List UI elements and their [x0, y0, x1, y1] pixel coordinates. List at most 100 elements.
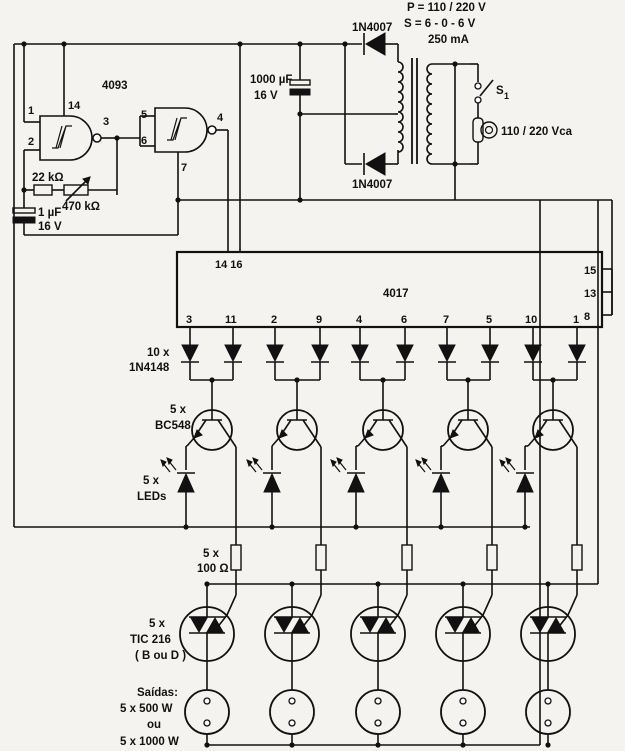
pin-4017-right-1: 13 — [584, 288, 596, 300]
cap-1u-value: 1 µF — [38, 207, 61, 219]
diode-1n4148 — [181, 344, 199, 363]
led — [415, 457, 450, 493]
pin-4017-out-4: 4 — [356, 314, 363, 326]
lamp-output — [184, 664, 230, 745]
pin-g2-in1: 5 — [141, 109, 147, 121]
ac-buses — [205, 200, 599, 746]
pin-4017-out-10: 10 — [525, 314, 537, 326]
triac-tic216 — [435, 600, 491, 664]
outputs-500w: 5 x 500 W — [120, 703, 173, 715]
lamp-output — [440, 664, 486, 745]
captions: 10 x 1N4148 5 x BC548 5 x LEDs 5 x 100 Ω… — [120, 347, 229, 748]
diodes-part: 1N4148 — [129, 362, 170, 374]
resistor-100 — [230, 544, 242, 571]
cap-main-value: 1000 µF — [250, 74, 292, 86]
diode-1n4148 — [396, 344, 414, 363]
diode-1n4148 — [266, 344, 284, 363]
supply-current: 250 mA — [428, 34, 469, 46]
transistor-bc548 — [442, 405, 493, 451]
supply-primary: P = 110 / 220 V — [407, 2, 486, 14]
triac-tic216 — [179, 600, 235, 664]
lamp-output — [269, 664, 315, 745]
right-pins: 15 13 8 — [584, 265, 596, 323]
triac-tic216 — [350, 600, 406, 664]
pin-4017-right-0: 15 — [584, 265, 596, 277]
diode-1n4148 — [224, 344, 242, 363]
pin-g1-vdd: 14 — [68, 100, 81, 112]
pin-4017-out-7: 7 — [443, 314, 449, 326]
counter-4017: 4017 14 16 15 13 8 3 11 2 9 4 6 7 5 10 1 — [175, 250, 613, 329]
cap-main-voltage: 16 V — [254, 90, 278, 102]
transistor-bc548 — [186, 405, 237, 451]
diodes-count: 10 x — [147, 347, 170, 359]
pin-4017-14-16: 14 16 — [215, 259, 243, 271]
transistor-bc548 — [357, 405, 408, 451]
transistor-bc548 — [271, 405, 322, 451]
triac-part: TIC 216 — [130, 634, 171, 646]
pot-470k-label: 470 kΩ — [62, 201, 100, 213]
ic-4017-label: 4017 — [383, 288, 409, 300]
ic-4093-label: 4093 — [102, 80, 128, 92]
pin-4017-right-2: 8 — [584, 311, 590, 323]
pin-g2-gnd: 7 — [181, 162, 187, 174]
triac-tic216 — [520, 600, 576, 664]
resistor-100 — [315, 544, 327, 571]
pin-4017-out-1: 1 — [573, 314, 579, 326]
supply-secondary: S = 6 - 0 - 6 V — [404, 18, 476, 30]
outputs-title: Saídas: — [137, 687, 178, 699]
triac-count: 5 x — [149, 618, 166, 630]
lamp-output — [525, 664, 571, 745]
pin-4017-out-6: 6 — [401, 314, 407, 326]
cap-1u-voltage: 16 V — [38, 221, 62, 233]
led-count: 5 x — [143, 475, 160, 487]
pin-g1-in2: 2 — [28, 136, 34, 148]
pin-g1-out: 3 — [103, 116, 109, 128]
triac-variant: ( B ou D ) — [135, 650, 186, 662]
pin-4017-out-5: 5 — [486, 314, 492, 326]
diode-1n4148 — [438, 344, 456, 363]
triac-tic216 — [264, 600, 320, 664]
pin-g1-in1: 1 — [28, 105, 34, 117]
switch-subscript: 1 — [504, 91, 509, 101]
pin-g2-in2: 6 — [141, 135, 147, 147]
transistor-bc548 — [527, 405, 578, 451]
diode-1n4148 — [481, 344, 499, 363]
diode-1n4148 — [568, 344, 586, 363]
resistor-100 — [401, 544, 413, 571]
res-count: 5 x — [203, 548, 220, 560]
rectifier-diodes: 1N4007 1N4007 — [300, 22, 399, 191]
led — [246, 457, 281, 493]
mains-label: 110 / 220 Vca — [501, 126, 573, 138]
mains-input: S 1 110 / 220 Vca — [452, 61, 573, 200]
switch-label: S — [496, 85, 504, 97]
pin-4017-out-9: 9 — [316, 314, 322, 326]
transistor-part: BC548 — [155, 420, 191, 432]
outputs-or: ou — [147, 719, 161, 731]
res-22k-label: 22 kΩ — [32, 172, 64, 184]
pin-4017-out-2: 2 — [271, 314, 277, 326]
diode-top-label: 1N4007 — [352, 22, 392, 34]
res-value: 100 Ω — [197, 563, 229, 575]
led — [160, 457, 195, 493]
transistor-count: 5 x — [170, 404, 187, 416]
pin-g2-out: 4 — [217, 112, 224, 124]
resistor-100 — [571, 544, 583, 571]
led-part: LEDs — [137, 491, 166, 503]
outputs-1000w: 5 x 1000 W — [120, 736, 179, 748]
output-stages — [160, 327, 586, 748]
diode-1n4148 — [311, 344, 329, 363]
led — [499, 457, 534, 493]
pin-4017-out-3: 3 — [186, 314, 192, 326]
filter-capacitor: 1000 µF 16 V — [250, 44, 311, 203]
transformer: P = 110 / 220 V S = 6 - 0 - 6 V 250 mA — [395, 2, 486, 165]
pin-4017-out-11: 11 — [225, 314, 237, 326]
diode-1n4148 — [351, 344, 369, 363]
resistor-100 — [486, 544, 498, 571]
oscillator-4093: 4093 1 2 3 14 5 6 4 7 — [12, 41, 613, 315]
led — [330, 457, 365, 493]
lamp-output — [355, 664, 401, 745]
diode-1n4148 — [524, 344, 542, 363]
output-pins: 3 11 2 9 4 6 7 5 10 1 — [186, 314, 579, 326]
diode-bottom-label: 1N4007 — [352, 179, 392, 191]
